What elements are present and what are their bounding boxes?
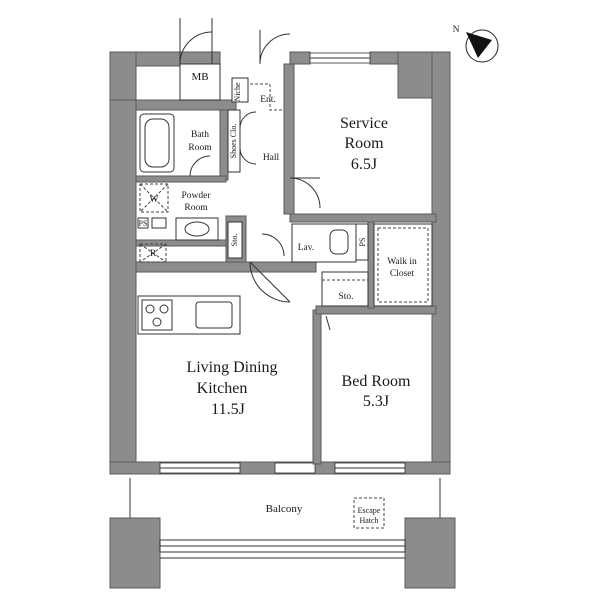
powder-south-wall [135,239,229,247]
bath-north-wall [135,99,237,111]
compass-arrow [466,32,492,58]
powder-label-1: Powder [181,191,211,201]
mb-north-wall [179,51,221,65]
bed-room-label: Bed Room [342,373,411,390]
shoes-closet-box [227,109,241,173]
mb-area: MB [179,18,221,101]
shoes-closet-area: Shoes Clo. Hall [227,109,321,209]
refrigerator-label: R [150,249,157,259]
north-compass: N [453,25,499,63]
service-room-label-1: Service [340,115,388,132]
wic-label-2: Closet [390,269,415,279]
service-west-wall [283,63,295,215]
bed-storage-label: Sto. [338,292,353,302]
balcony-label: Balcony [266,503,303,515]
wic-box [373,223,433,307]
washer-label: W [150,195,159,205]
balcony-east-column [404,517,456,589]
walk-in-closet-area: Walk in Closet [373,223,433,307]
north-west-column [109,51,137,101]
escape-hatch-label-2: Hatch [359,516,378,525]
kitchen-area [137,295,241,335]
bath-room-area: Bath Room [139,113,212,177]
lavatory-box [291,223,357,263]
powder-sink [184,221,210,237]
west-wall [109,51,137,471]
entrance-label: Ent. [260,95,276,105]
wic-west-wall [367,221,375,309]
hall-storage-label: Sto. [230,234,239,247]
mb-label: MB [191,71,208,83]
powder-room-area: W Powder Room PS R [137,183,219,263]
bath-east-wall [219,99,229,181]
powder-sink-counter [175,217,219,241]
niche-label: Niche [233,82,242,102]
ldk-door-window [274,462,316,474]
escape-hatch-label-1: Escape [358,506,381,515]
wic-label-1: Walk in [387,257,417,267]
bathtub [139,113,175,173]
kitchen-sink [195,301,233,329]
east-wall [431,51,451,471]
ldk-size: 11.5J [211,401,245,418]
south-windows [159,462,406,474]
toilet [329,229,349,255]
entrance-door-arc [259,33,291,65]
north-wall-service-left [289,51,311,65]
niche-box [231,77,249,103]
ldk-label-1: Living Dining [186,359,277,376]
shoes-closet-label: Shoes Clo. [229,124,238,159]
mb-box [179,63,221,101]
service-room-size: 6.5J [351,156,377,173]
ps-right-label: PS [358,238,367,247]
balcony-west-column [109,517,161,589]
ps-left-label: PS [139,219,148,228]
powder-label-2: Room [184,203,208,213]
refrigerator-space [139,243,167,263]
escape-hatch-box [353,497,385,529]
bed-room-size: 5.3J [363,393,389,410]
ldk-door-arc [249,261,291,303]
ldk-label-2: Kitchen [197,380,248,397]
stove [141,299,173,331]
entrance-area: Niche Ent. [231,30,291,111]
bed-storage-area: Sto. [321,271,369,331]
bed-north-wall [315,305,437,315]
bath-label-2: Room [188,143,212,153]
north-window [309,52,371,64]
lavatory-area: Lav. PS [291,223,369,263]
service-south-wall [289,213,437,223]
washer-space [139,183,169,213]
bath-south-wall [135,175,227,183]
hall-storage-box [227,221,243,259]
hall-label: Hall [263,153,280,163]
balcony-area: Balcony Escape Hatch [109,478,456,589]
bed-west-wall [312,309,322,465]
lavatory-label: Lav. [298,243,315,253]
ps-right-box [355,223,369,261]
ps-left-box [137,217,149,229]
ldk-north-wall [135,261,317,273]
compass-north-label: N [453,25,460,35]
room-labels: Service Room 6.5J Living Dining Kitchen … [186,115,411,418]
service-room-label-2: Room [344,135,384,152]
entrance-step [250,83,284,111]
bed-storage-box [321,271,369,307]
hall-storage-area: Sto. [227,221,291,303]
bath-label-1: Bath [191,130,209,140]
